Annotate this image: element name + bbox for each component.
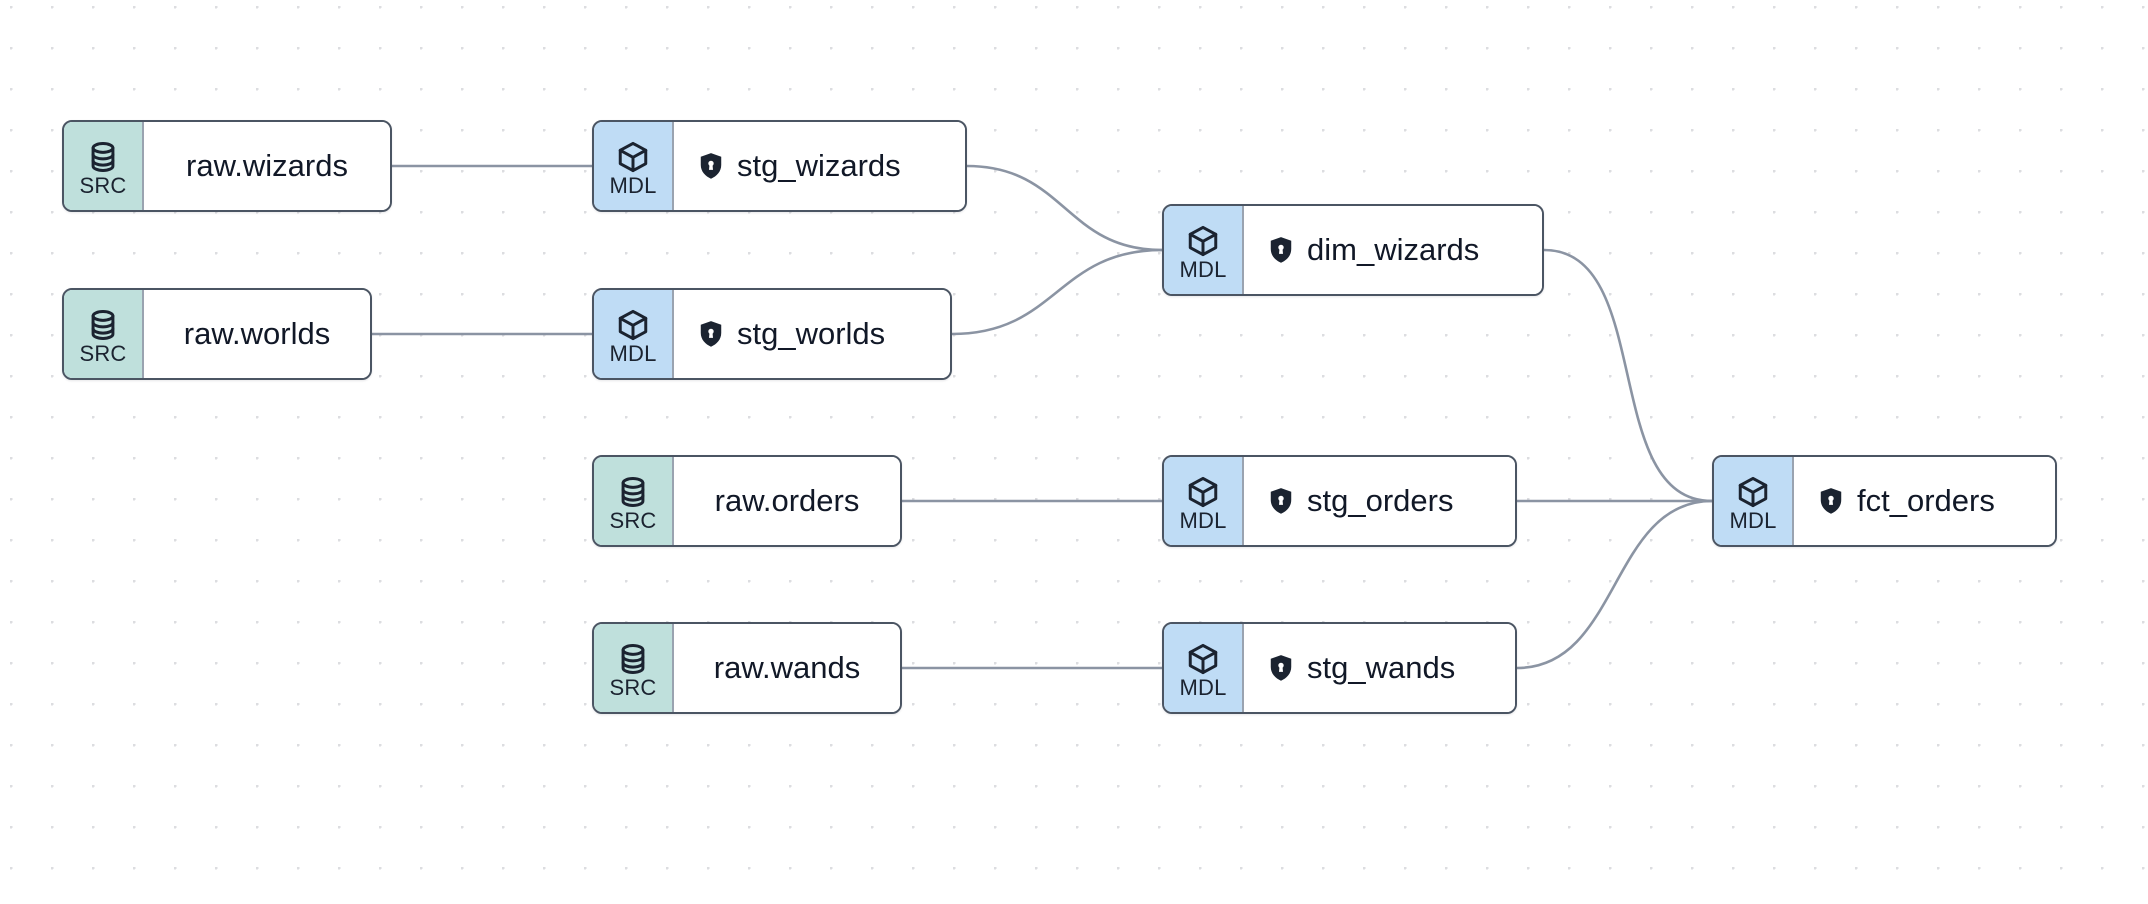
cube-icon [1186,475,1220,509]
node-label: raw.wizards [186,147,348,183]
node-stg_wizards[interactable]: MDL stg_wizards [592,120,967,212]
shield-lock-icon [1268,654,1294,682]
node-label: raw.orders [714,482,860,518]
node-badge-mdl: MDL [1164,206,1244,294]
node-body: raw.worlds [144,290,370,378]
node-label: stg_worlds [737,315,886,351]
node-stg_worlds[interactable]: MDL stg_worlds [592,288,952,380]
node-raw_orders[interactable]: SRC raw.orders [592,455,902,547]
node-label: stg_orders [1307,482,1454,518]
node-body: raw.orders [674,457,900,545]
shield-lock-icon [1818,487,1844,515]
node-body: stg_wands [1244,624,1515,712]
database-icon [86,140,120,174]
edge-stg_worlds-to-dim_wizards [950,248,1164,336]
node-body: raw.wizards [144,122,390,210]
node-label: stg_wizards [737,147,901,183]
node-badge-label: MDL [1179,674,1227,700]
node-badge-label: MDL [1179,256,1227,282]
edge-stg_wands-to-fct_orders [1515,499,1714,670]
node-raw_wands[interactable]: SRC raw.wands [592,622,902,714]
node-badge-label: MDL [609,172,657,198]
node-label: raw.worlds [183,315,331,351]
node-raw_wizards[interactable]: SRC raw.wizards [62,120,392,212]
node-badge-label: SRC [79,172,127,198]
node-badge-mdl: MDL [1164,624,1244,712]
node-badge-mdl: MDL [1164,457,1244,545]
node-body: stg_orders [1244,457,1515,545]
shield-lock-icon [698,152,724,180]
shield-lock-icon [698,320,724,348]
node-stg_orders[interactable]: MDL stg_orders [1162,455,1517,547]
node-badge-label: MDL [1729,507,1777,533]
database-icon [616,475,650,509]
node-badge-src: SRC [64,122,144,210]
node-body: dim_wizards [1244,206,1542,294]
node-badge-label: SRC [79,340,127,366]
shield-lock-icon [1268,236,1294,264]
node-label: dim_wizards [1307,231,1480,267]
node-body: raw.wands [674,624,900,712]
cube-icon [1186,224,1220,258]
node-badge-label: MDL [609,340,657,366]
node-body: stg_worlds [674,290,950,378]
node-dim_wizards[interactable]: MDL dim_wizards [1162,204,1544,296]
node-body: stg_wizards [674,122,965,210]
node-badge-label: SRC [609,507,657,533]
node-badge-mdl: MDL [594,122,674,210]
node-fct_orders[interactable]: MDL fct_orders [1712,455,2057,547]
node-badge-src: SRC [594,457,674,545]
node-badge-label: SRC [609,674,657,700]
cube-icon [616,308,650,342]
cube-icon [1736,475,1770,509]
cube-icon [1186,642,1220,676]
database-icon [86,308,120,342]
edge-stg_wizards-to-dim_wizards [965,164,1164,252]
node-badge-src: SRC [594,624,674,712]
node-label: fct_orders [1857,482,1995,518]
shield-lock-icon [1268,487,1294,515]
node-badge-src: SRC [64,290,144,378]
node-badge-label: MDL [1179,507,1227,533]
node-badge-mdl: MDL [1714,457,1794,545]
node-body: fct_orders [1794,457,2055,545]
database-icon [616,642,650,676]
node-raw_worlds[interactable]: SRC raw.worlds [62,288,372,380]
cube-icon [616,140,650,174]
node-label: raw.wands [713,649,861,685]
node-badge-mdl: MDL [594,290,674,378]
edge-dim_wizards-to-fct_orders [1542,248,1714,503]
node-label: stg_wands [1307,649,1456,685]
node-stg_wands[interactable]: MDL stg_wands [1162,622,1517,714]
